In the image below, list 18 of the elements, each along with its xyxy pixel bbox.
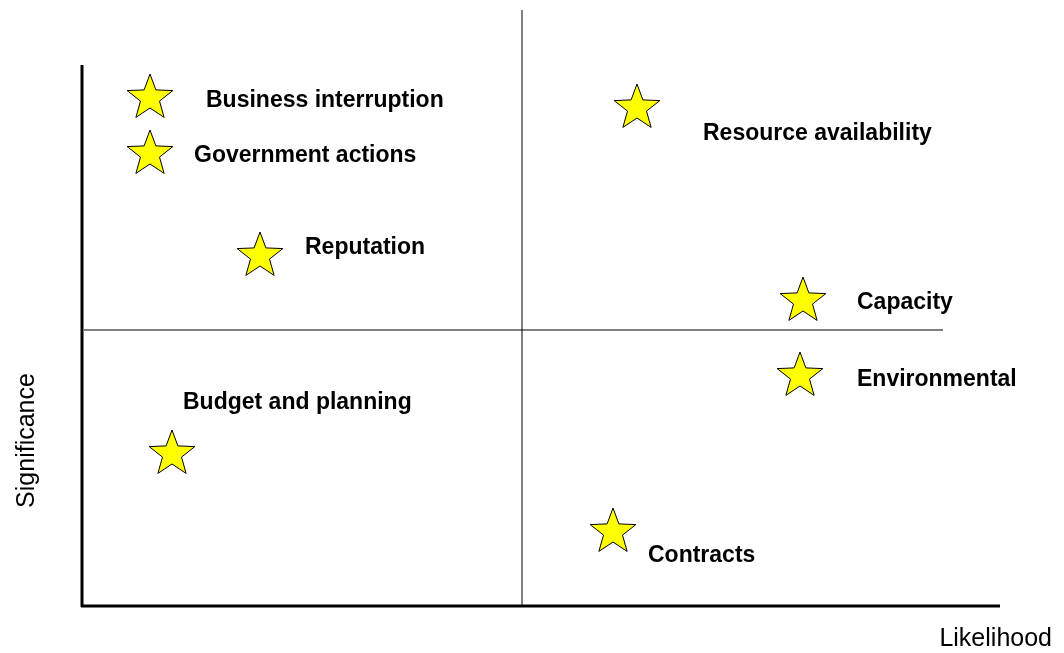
point-label: Budget and planning — [183, 390, 412, 413]
point-label: Reputation — [305, 235, 426, 258]
axis-title: Significance — [12, 373, 38, 508]
point-label: Capacity — [857, 290, 953, 313]
star-icon — [776, 351, 824, 397]
star-icon — [236, 231, 284, 277]
star-icon — [148, 429, 196, 475]
star-icon — [613, 83, 661, 129]
star-icon — [779, 276, 827, 322]
axis-title: Likelihood — [939, 625, 1052, 650]
point-label: Resource availability — [703, 121, 932, 144]
star-icon — [589, 507, 637, 553]
point-label: Business interruption — [206, 88, 444, 111]
point-label: Government actions — [194, 143, 417, 166]
star-icon — [126, 129, 174, 175]
star-icon — [126, 73, 174, 119]
point-label: Environmental — [857, 367, 1017, 390]
point-label: Contracts — [648, 543, 756, 566]
